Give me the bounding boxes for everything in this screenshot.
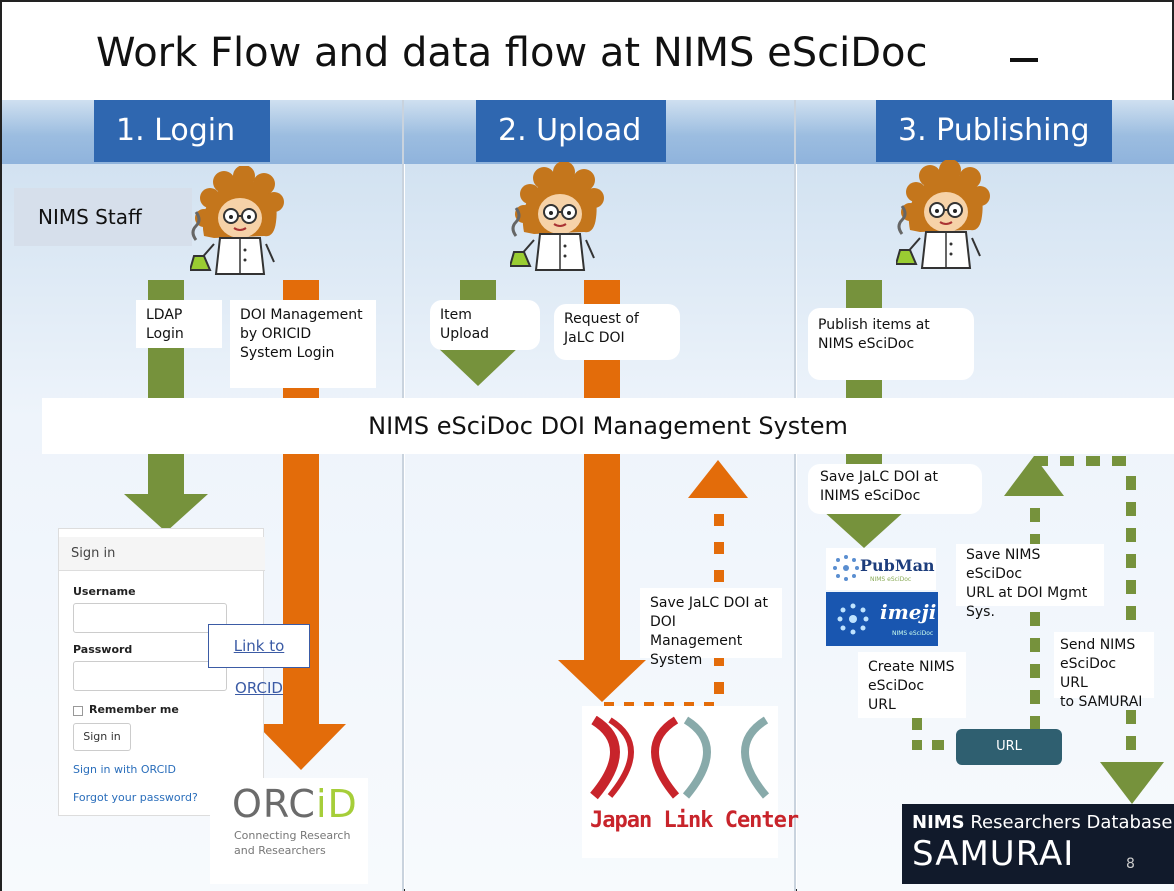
green-arrow-head bbox=[822, 510, 906, 548]
pubman-wordmark: PubMan bbox=[860, 556, 935, 575]
dash-mark bbox=[1010, 58, 1038, 62]
note-line: eSciDoc URL bbox=[1060, 656, 1117, 691]
forgot-password-link[interactable]: Forgot your password? bbox=[73, 791, 198, 804]
orange-arrow-head bbox=[558, 660, 646, 702]
note-save-url-dmgmt: Save NIMS eSciDoc URL at DOI Mgmt Sys. bbox=[956, 544, 1104, 620]
note-line: System Login bbox=[240, 345, 335, 361]
imeji-logo-icon bbox=[837, 603, 869, 635]
orcid-tagline: Connecting Research and Researchers bbox=[234, 828, 350, 858]
signin-form: Sign in Username Password Remember me Si… bbox=[58, 528, 265, 816]
orange-arrow-shaft bbox=[584, 454, 620, 660]
note-line: Request of bbox=[564, 311, 639, 327]
step-upload-header: 2. Upload bbox=[476, 100, 666, 162]
username-label: Username bbox=[73, 585, 136, 598]
note-save-jalc-doi: Save JaLC DOI at INIMS eSciDoc bbox=[808, 464, 982, 514]
japan-link-center-logo: Japan Link Center bbox=[582, 706, 799, 858]
column-divider bbox=[402, 100, 404, 891]
orange-arrow-head bbox=[256, 724, 346, 770]
samurai-rest: Researchers Database bbox=[964, 812, 1173, 833]
note-ldap-login: LDAP Login bbox=[136, 300, 222, 348]
imeji-wordmark: imeji bbox=[880, 600, 937, 624]
jlc-mark-icon bbox=[590, 716, 770, 800]
orcid-logo: ORCiD Connecting Research and Researcher… bbox=[210, 778, 368, 884]
note-line: DOI Management bbox=[650, 614, 743, 649]
note-line: Save JaLC DOI at bbox=[820, 469, 938, 485]
note-line: to SAMURAI bbox=[1060, 694, 1143, 710]
note-line: Login bbox=[146, 326, 184, 342]
note-request-jalc-doi: Request of JaLC DOI bbox=[554, 304, 680, 360]
note-line: eSciDoc URL bbox=[868, 678, 925, 713]
step-publishing-header: 3. Publishing bbox=[876, 100, 1112, 162]
note-line: Sys. bbox=[966, 604, 995, 620]
note-save-doi-at-dmgmt: Save JaLC DOI at DOI Management System bbox=[640, 588, 782, 668]
note-line: Publish items at bbox=[818, 317, 930, 333]
note-line: URL at DOI Mgmt bbox=[966, 585, 1088, 601]
note-line: Upload bbox=[440, 326, 490, 342]
note-line: Create NIMS bbox=[868, 659, 955, 675]
orcid-tagline-line: and Researchers bbox=[234, 844, 326, 857]
password-field[interactable] bbox=[73, 661, 227, 691]
green-arrow-head bbox=[124, 494, 208, 532]
pubman-logo-icon bbox=[833, 555, 859, 581]
signin-orcid-link[interactable]: Sign in with ORCID bbox=[73, 763, 176, 776]
green-arrow-shaft bbox=[148, 454, 184, 494]
note-item-upload: Item Upload bbox=[430, 300, 540, 350]
url-box: URL bbox=[956, 729, 1062, 765]
link-to-orcid[interactable]: Link to ORCID bbox=[208, 624, 310, 697]
note-line: Send NIMS bbox=[1060, 637, 1136, 653]
note-line: by ORICID bbox=[240, 326, 312, 342]
orcid-wordmark: ORCiD bbox=[232, 782, 358, 826]
column-divider bbox=[794, 100, 796, 891]
orange-arrow-shaft bbox=[283, 454, 319, 726]
remember-label: Remember me bbox=[89, 703, 179, 716]
page-number: 8 bbox=[1126, 856, 1135, 872]
remember-checkbox[interactable] bbox=[73, 706, 83, 716]
jlc-wordmark: Japan Link Center bbox=[590, 808, 799, 833]
note-send-url-samurai: Send NIMS eSciDoc URL to SAMURAI bbox=[1054, 632, 1154, 710]
password-label: Password bbox=[73, 643, 133, 656]
note-line: JaLC DOI bbox=[564, 330, 625, 346]
samurai-header: NIMS Researchers Database bbox=[912, 812, 1172, 833]
note-line: Save NIMS eSciDoc bbox=[966, 547, 1041, 582]
signin-button[interactable]: Sign in bbox=[73, 723, 131, 751]
note-line: Item bbox=[440, 307, 472, 323]
imeji-subtitle: NIMS eSciDoc bbox=[892, 630, 934, 637]
samurai-logo: NIMS Researchers Database SAMURAI bbox=[902, 804, 1174, 884]
note-line: LDAP bbox=[146, 307, 183, 323]
step-login-header: 1. Login bbox=[94, 100, 270, 162]
orcid-tagline-line: Connecting Research bbox=[234, 829, 351, 842]
actor-label: NIMS Staff bbox=[14, 188, 192, 246]
note-doi-management-login: DOI Management by ORICID System Login bbox=[230, 300, 376, 388]
green-arrow-head bbox=[436, 346, 520, 386]
note-line: INIMS eSciDoc bbox=[820, 488, 921, 504]
doi-management-system-bar: NIMS eSciDoc DOI Management System bbox=[42, 398, 1174, 454]
note-line: System bbox=[650, 652, 703, 668]
samurai-prefix: NIMS bbox=[912, 812, 965, 833]
note-line: Save JaLC DOI at bbox=[650, 595, 768, 611]
orcid-word-prefix: ORC bbox=[232, 782, 316, 826]
samurai-wordmark: SAMURAI bbox=[912, 834, 1075, 874]
note-line: NIMS eSciDoc bbox=[818, 336, 915, 352]
pubman-subtitle: NIMS eSciDoc bbox=[870, 576, 912, 583]
signin-header: Sign in bbox=[59, 537, 265, 571]
username-field[interactable] bbox=[73, 603, 227, 633]
note-create-url: Create NIMS eSciDoc URL bbox=[858, 652, 966, 718]
note-publish-items: Publish items at NIMS eSciDoc bbox=[808, 308, 974, 380]
orcid-word-suffix: iD bbox=[315, 782, 358, 826]
slide-title: Work Flow and data flow at NIMS eSciDoc bbox=[96, 30, 928, 76]
pubman-logo: PubMan NIMS eSciDoc bbox=[826, 548, 936, 590]
note-line: DOI Management bbox=[240, 307, 363, 323]
imeji-logo: imeji NIMS eSciDoc bbox=[826, 592, 938, 646]
